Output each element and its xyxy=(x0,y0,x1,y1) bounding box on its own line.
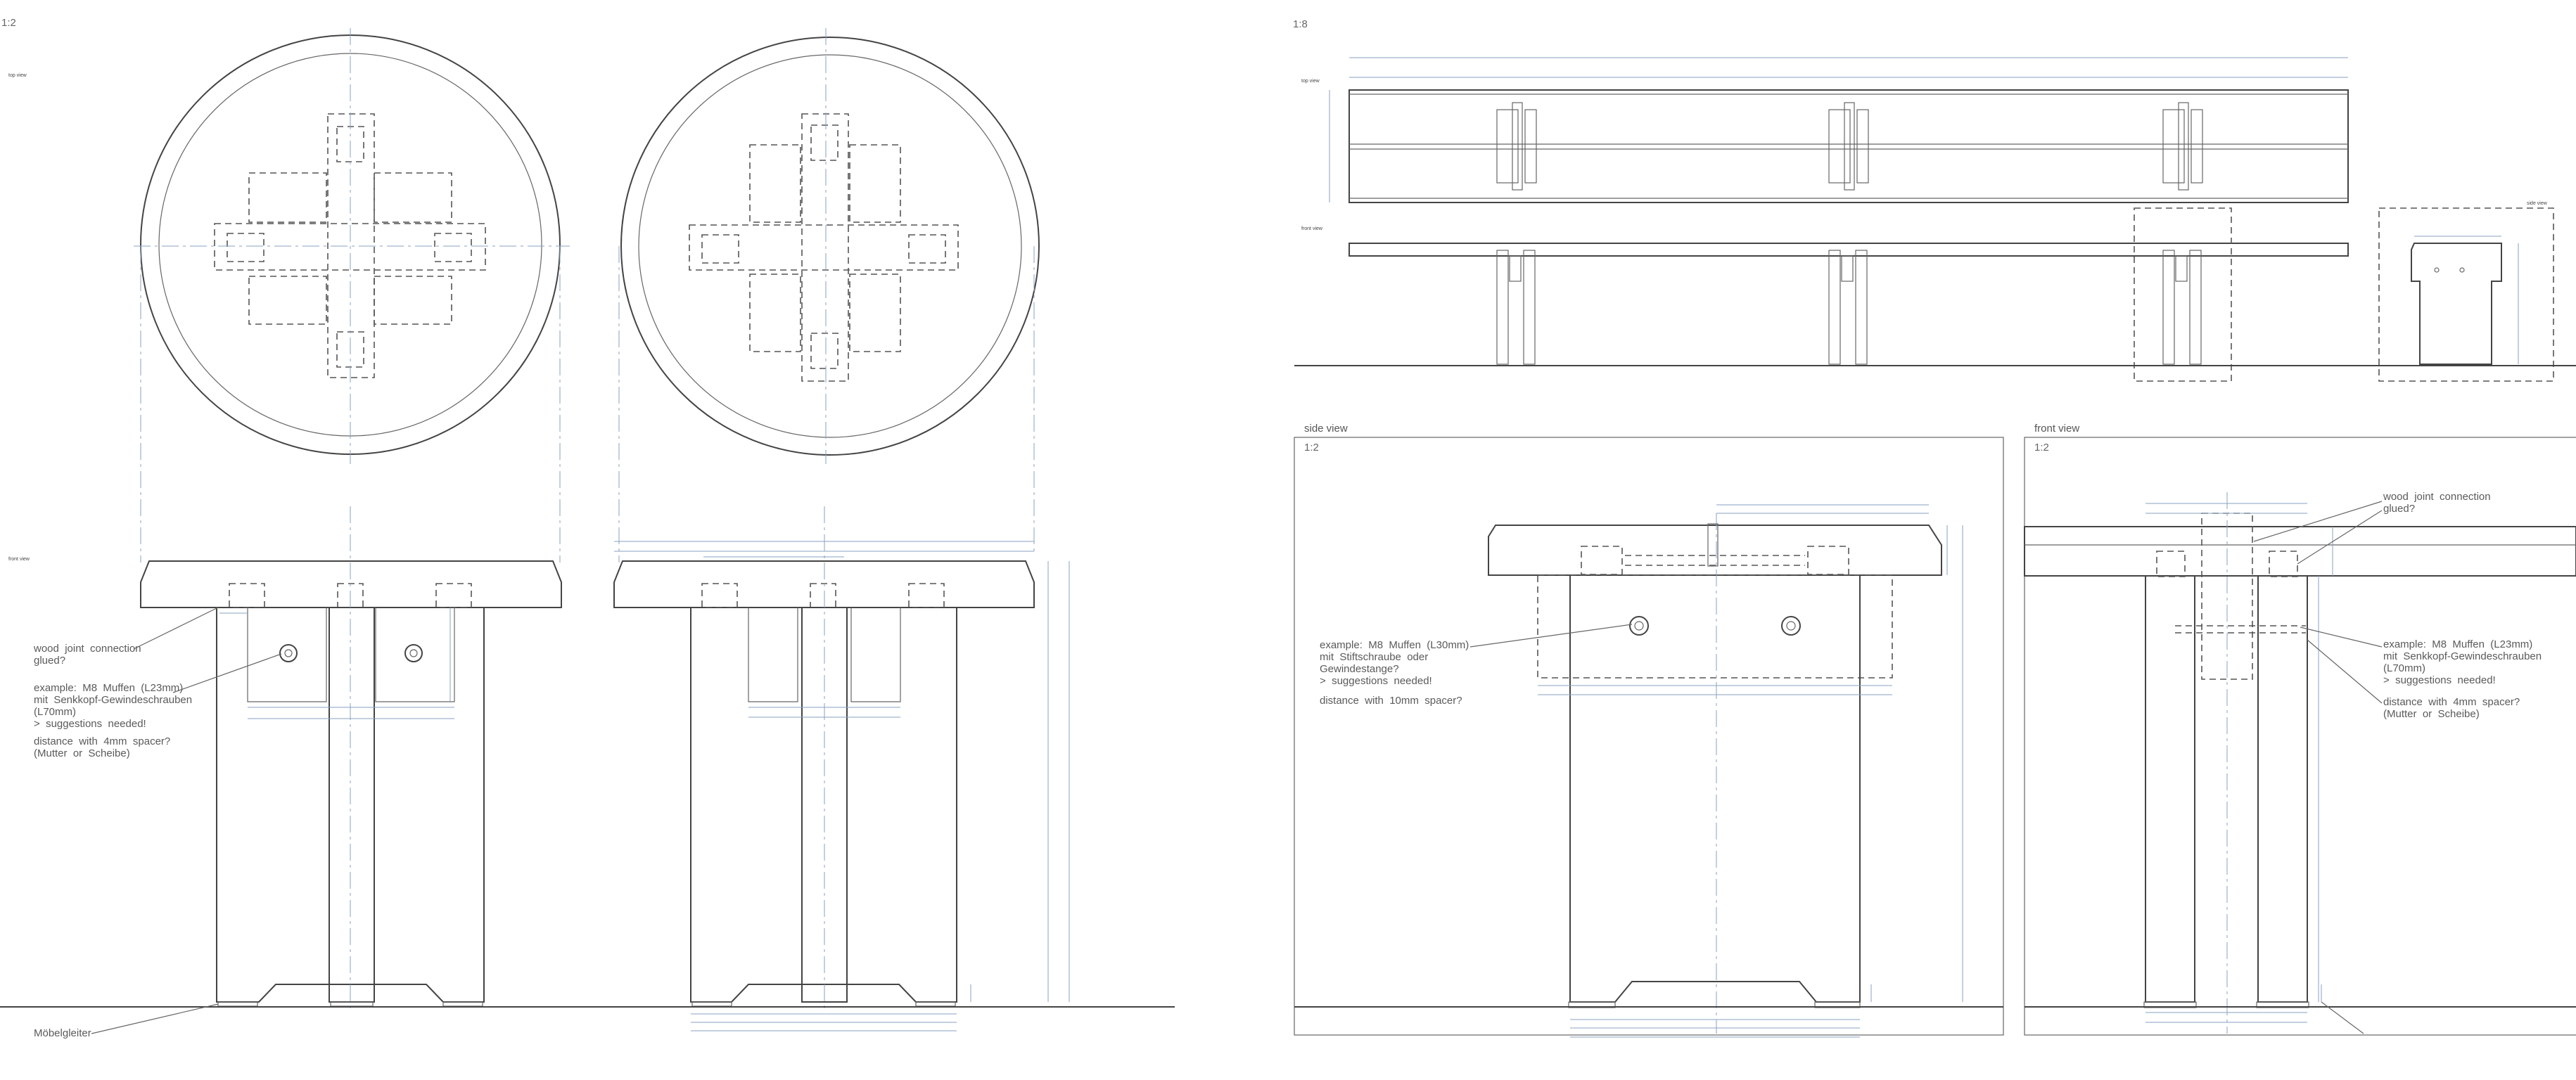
side-view-title: side view xyxy=(1304,423,1348,435)
side-view-frame xyxy=(1294,437,2004,1036)
front-view-spacer-note: distance with 4mm spacer? (Mutter or Sch… xyxy=(2383,696,2520,720)
spacer-note: distance with 4mm spacer? (Mutter or Sch… xyxy=(34,735,171,759)
front-view-example-note: example: M8 Muffen (L23mm) mit Senkkopf-… xyxy=(2383,638,2542,686)
side-view-scale: 1:2 xyxy=(1304,442,1319,454)
overview-top-view-label: top view xyxy=(1301,79,1320,84)
left-sheet-drawing xyxy=(0,28,1175,1034)
front-view-title: front view xyxy=(2034,423,2080,435)
top-view-left xyxy=(134,28,570,464)
front-view-frame xyxy=(2024,437,2576,1036)
front-view-wood-note: wood joint connection glued? xyxy=(2383,491,2491,515)
left-front-view-label: front view xyxy=(8,557,30,562)
front-view-right xyxy=(613,506,1070,1031)
front-view-scale: 1:2 xyxy=(2034,442,2049,454)
left-sheet-scale: 1:2 xyxy=(1,17,16,29)
right-sheet-overview xyxy=(1294,57,2576,382)
overview-front-view xyxy=(1348,207,2349,382)
side-view-spacer-note: distance with 10mm spacer? xyxy=(1320,695,1462,707)
left-top-view-label: top view xyxy=(8,73,27,78)
overview-front-view-label: front view xyxy=(1301,226,1322,231)
overview-side-view-label: side view xyxy=(2527,201,2547,206)
overview-scale: 1:8 xyxy=(1293,18,1308,30)
top-view-right xyxy=(620,28,1040,464)
muffen-example-note: example: M8 Muffen (L23mm) mit Senkkopf-… xyxy=(34,682,193,730)
overview-top-view xyxy=(1329,57,2349,203)
front-view-left xyxy=(140,506,562,1012)
overview-side-view xyxy=(2378,207,2554,382)
side-view-example-note: example: M8 Muffen (L30mm) mit Stiftschr… xyxy=(1320,639,1469,687)
wood-joint-note: wood joint connection glued? xyxy=(34,643,141,667)
glides-note: Möbelgleiter xyxy=(34,1027,91,1039)
